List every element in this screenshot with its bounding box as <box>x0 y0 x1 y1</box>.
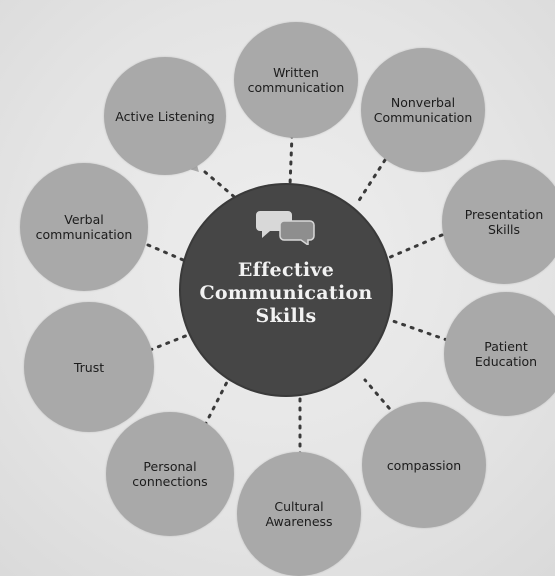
skill-label: Nonverbal Communication <box>373 95 473 125</box>
skill-written-communication: Written communication <box>234 22 358 138</box>
center-title-line-1: Effective <box>237 259 335 281</box>
skill-label: Presentation Skills <box>464 207 544 237</box>
connector-nonverbal <box>356 158 387 204</box>
center-title-line-3: Skills <box>255 305 317 327</box>
connector-written <box>288 133 294 187</box>
center-title: Effective Communication Skills <box>199 259 372 328</box>
connector-presentation <box>386 233 444 260</box>
skill-presentation-skills: Presentation Skills <box>442 160 555 284</box>
skill-trust: Trust <box>24 302 154 432</box>
skill-label: Trust <box>73 359 105 375</box>
center-title-line-2: Communication <box>199 282 373 304</box>
skill-compassion: compassion <box>362 402 486 528</box>
connector-trust <box>148 333 190 352</box>
skill-label: Personal connections <box>132 459 208 489</box>
connector-personal <box>203 378 230 427</box>
skill-label: compassion <box>386 457 462 473</box>
skill-label: Written communication <box>247 65 345 95</box>
skill-verbal-communication: Verbal communication <box>20 163 148 291</box>
skill-patient-education: Patient Education <box>444 292 555 416</box>
center-hub: Effective Communication Skills <box>181 185 391 395</box>
skill-nonverbal-communication: Nonverbal Communication <box>361 48 485 172</box>
connector-compassion <box>363 378 397 417</box>
skill-label: Cultural Awareness <box>265 499 333 529</box>
connector-patient <box>388 318 449 342</box>
skill-active-listening: Active Listening <box>104 57 226 175</box>
skill-cultural-awareness: Cultural Awareness <box>237 452 361 576</box>
skill-label: Active Listening <box>115 108 215 124</box>
skill-label: Verbal communication <box>35 212 133 242</box>
connector-active <box>203 170 240 202</box>
skill-personal-connections: Personal connections <box>106 412 234 536</box>
speech-bubbles-icon <box>254 209 318 247</box>
connector-verbal <box>146 243 190 264</box>
skill-label: Patient Education <box>474 339 538 369</box>
